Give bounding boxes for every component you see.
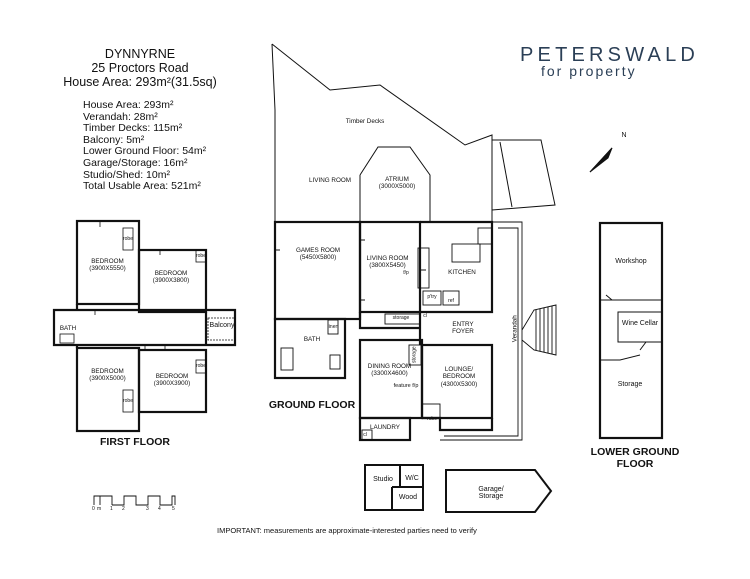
compass-north-label: N [621, 132, 627, 139]
room-label: W/C [405, 475, 419, 482]
room-label: DINING ROOM (3300X4600) [367, 363, 412, 378]
room-label: GAMES ROOM (5450X5800) [295, 247, 341, 262]
room-label: KITCHEN [448, 269, 476, 276]
scale-tick-label: 0 [92, 506, 95, 512]
floor-label-first: FIRST FLOOR [100, 436, 170, 448]
room-label: LIVING ROOM [309, 177, 351, 184]
area-item: Garage/Storage: 16m² [83, 156, 188, 169]
room-label: ref [448, 298, 454, 304]
outbuildings-plan [364, 464, 553, 513]
header: DYNNYRNE 25 Proctors Road House Area: 29… [40, 47, 240, 89]
area-item: Timber Decks: 115m² [83, 122, 183, 135]
area-item: Lower Ground Floor: 54m² [83, 145, 207, 158]
room-label: linen [327, 324, 339, 330]
room-label: Timber Decks [345, 118, 385, 125]
room-label: Workshop [615, 258, 647, 265]
room-label: LAUNDRY [370, 424, 400, 431]
room-label: BEDROOM (3900X3900) [153, 373, 191, 388]
first-floor-plan [52, 219, 237, 433]
scale-tick-label: 2 [122, 506, 125, 512]
room-label: Verandah [511, 315, 519, 343]
room-label: storage [392, 315, 410, 321]
compass-needle [589, 147, 613, 173]
room-label: Wood [398, 494, 418, 501]
ground-floor-details [275, 221, 557, 441]
room-label: cl [423, 313, 427, 319]
scale-unit-label: m [97, 506, 102, 512]
area-item: Verandah: 28m² [83, 110, 158, 123]
house-area-line: House Area: 293m²(31.5sq) [63, 75, 217, 89]
room-label: Balcony [209, 322, 235, 329]
scale-tick-label: 1 [110, 506, 113, 512]
room-label: BEDROOM (3900X5000) [89, 368, 126, 383]
room-label: ATRIUM (3000X5000) [378, 176, 416, 191]
area-list: House Area: 293m² Verandah: 28m² Timber … [83, 99, 243, 193]
area-item: Total Usable Area: 521m² [83, 180, 201, 193]
room-label: BEDROOM (3900X3800) [152, 270, 190, 285]
floor-label-ground: GROUND FLOOR [268, 399, 356, 411]
scale-bar [93, 495, 176, 506]
room-label: robe [122, 236, 133, 242]
room-label: ENTRY FOYER [452, 321, 474, 336]
brand-logo: PETERSWALD [520, 44, 700, 66]
room-label: Wine Cellar [621, 320, 659, 327]
room-label: BATH [59, 325, 77, 332]
room-label: BEDROOM (3900X5550) [89, 258, 126, 273]
room-label: p'try [427, 294, 437, 300]
room-label: storage [411, 346, 418, 364]
floor-label-lower: LOWER GROUND FLOOR [590, 446, 680, 470]
disclaimer-note: IMPORTANT: measurements are approximate-… [217, 526, 477, 535]
brand-tagline: for property [541, 63, 637, 79]
address-line: 25 Proctors Road [91, 61, 189, 75]
room-label: Storage [617, 381, 643, 388]
room-label: robe [195, 253, 206, 259]
room-label: robe [122, 398, 133, 404]
area-item: House Area: 293m² [83, 99, 174, 111]
room-label: BATH [303, 336, 321, 343]
room-label: LIVING ROOM (3800X5450) [366, 255, 409, 270]
area-item: Studio/Shed: 10m² [83, 168, 170, 181]
room-label: Garage/ Storage [478, 486, 504, 501]
suburb-title: DYNNYRNE [104, 47, 176, 61]
room-label: robe [195, 363, 206, 369]
first-floor-details [59, 221, 236, 413]
room-label: feature f/p [393, 383, 419, 389]
scale-tick-label: 3 [146, 506, 149, 512]
room-label: LOUNGE/ BEDROOM (4300X5300) [440, 366, 478, 388]
lower-ground-details [600, 294, 663, 361]
scale-tick-label: 5 [172, 506, 175, 512]
room-label: Studio [373, 476, 393, 483]
room-label: cl [363, 432, 367, 438]
lower-ground-floor-plan [598, 221, 664, 440]
room-label: robe [426, 416, 437, 422]
scale-tick-label: 4 [158, 506, 161, 512]
ground-floor-deck [271, 43, 556, 223]
area-item: Balcony: 5m² [83, 133, 145, 146]
room-label: f/p [403, 270, 409, 276]
